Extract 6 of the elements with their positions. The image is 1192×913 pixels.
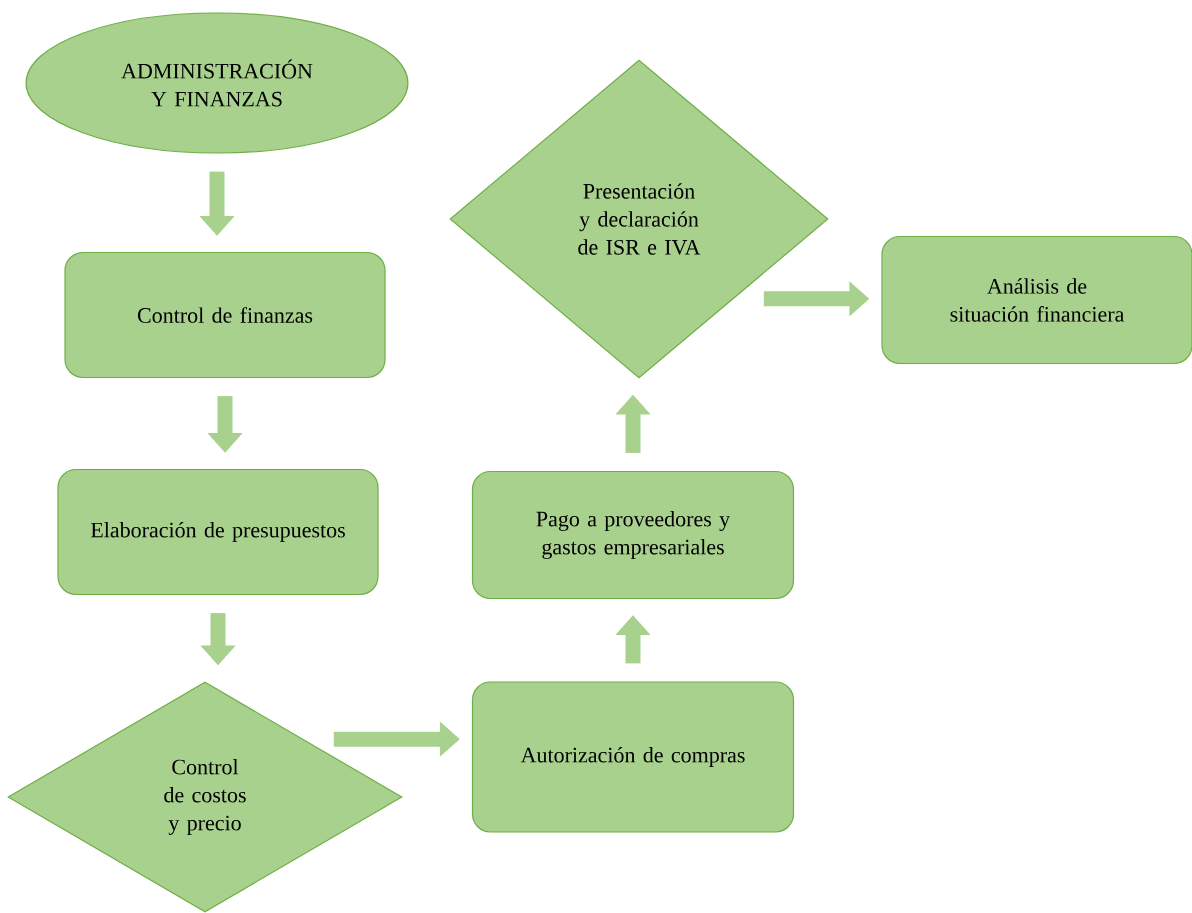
oval-node: ADMINISTRACIÓN Y FINANZAS [25,12,409,154]
process-box: Análisis de situación financiera [881,235,1192,365]
process-box: Pago a proveedores y gastos empresariales [471,470,795,600]
process-box: Elaboración de presupuestos [57,468,379,596]
process-box: Control de finanzas [64,251,386,379]
process-box: Autorización de compras [471,681,795,833]
